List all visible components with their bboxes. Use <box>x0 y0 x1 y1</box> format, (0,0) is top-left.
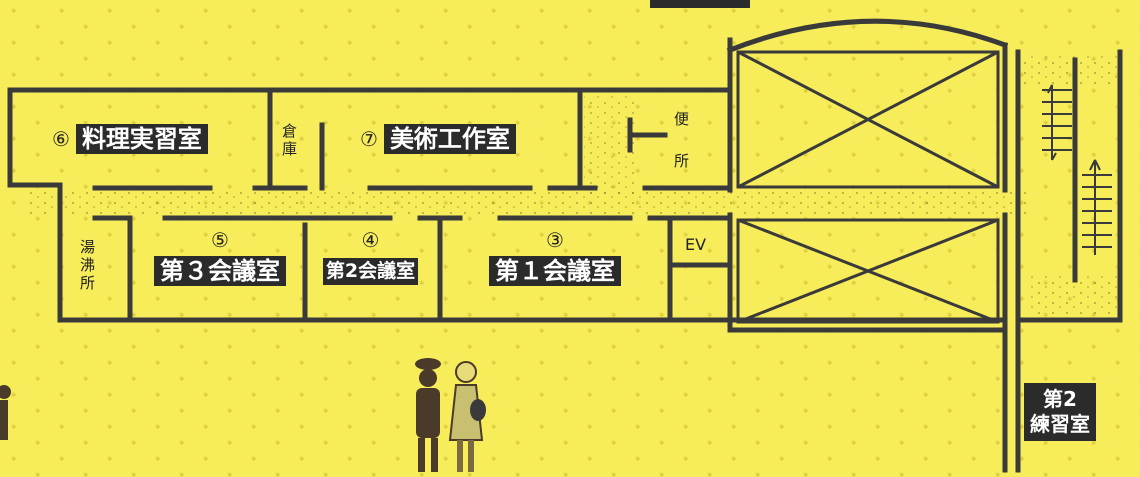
room-storage-line1: 倉 <box>282 122 298 140</box>
room-practice2: 第2 練習室 <box>1024 383 1096 441</box>
room-kitchenette: 湯 沸 所 <box>80 238 95 292</box>
people-illustration <box>0 358 486 472</box>
room-cooking-name: 料理実習室 <box>75 124 208 155</box>
room-kitchenette-line2: 沸 <box>80 256 96 274</box>
corridor <box>30 190 1030 214</box>
walls <box>7 18 1123 473</box>
room-elevator: EV <box>685 235 707 254</box>
room-meeting3-number: ⑤ <box>211 228 229 252</box>
staircase <box>1042 84 1112 255</box>
room-meeting1-name: 第１会議室 <box>489 256 621 287</box>
room-art-name: 美術工作室 <box>383 124 516 155</box>
room-art-number: ⑦ <box>360 127 378 152</box>
header-fragment <box>650 0 750 8</box>
room-storage-line2: 庫 <box>282 140 298 158</box>
room-practice2-line2: 練習室 <box>1030 412 1090 436</box>
room-art: ⑦ 美術工作室 <box>360 124 516 155</box>
room-cooking-number: ⑥ <box>52 127 70 152</box>
room-meeting2-name: 第2会議室 <box>322 258 419 285</box>
room-meeting3: ⑤ 第３会議室 <box>140 228 300 287</box>
room-kitchenette-line3: 所 <box>80 274 96 292</box>
corridor-east <box>584 95 634 195</box>
void-boxes <box>736 50 1000 324</box>
room-meeting2-number: ④ <box>361 228 380 252</box>
room-meeting1: ③ 第１会議室 <box>470 228 640 287</box>
room-storage: 倉 庫 <box>282 122 297 158</box>
stair-landing-top <box>1012 55 1122 85</box>
room-meeting2: ④ 第2会議室 <box>308 228 433 285</box>
room-cooking: ⑥ 料理実習室 <box>52 124 208 155</box>
room-kitchenette-line1: 湯 <box>80 238 96 256</box>
room-toilet-line1: 便 <box>674 110 690 128</box>
room-practice2-line1: 第2 <box>1043 387 1077 411</box>
room-meeting3-name: 第３会議室 <box>154 256 286 287</box>
room-toilet-line2: 所 <box>674 152 690 170</box>
room-meeting1-number: ③ <box>546 228 564 252</box>
